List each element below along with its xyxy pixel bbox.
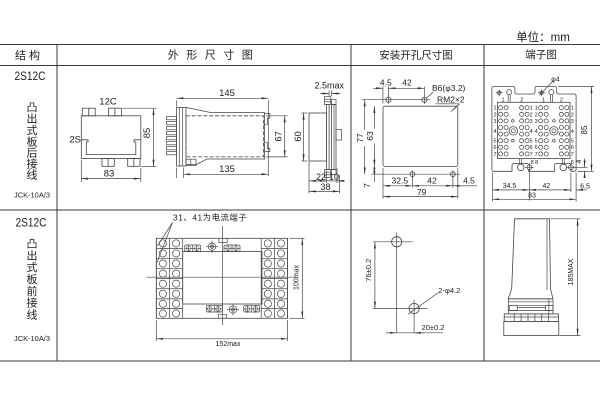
svg-text:83: 83	[104, 169, 115, 180]
svg-text:式: 式	[27, 261, 38, 274]
svg-text:凸: 凸	[27, 239, 38, 251]
svg-text:4: 4	[530, 129, 533, 135]
svg-text:凸: 凸	[27, 102, 38, 114]
svg-text:7: 7	[493, 152, 496, 158]
svg-text:5: 5	[571, 139, 574, 145]
svg-text:8: 8	[571, 160, 574, 166]
svg-text:2: 2	[530, 112, 533, 118]
svg-text:60: 60	[293, 131, 304, 142]
svg-text:出: 出	[27, 249, 38, 263]
svg-text:42: 42	[402, 78, 412, 88]
svg-text:3: 3	[530, 119, 533, 125]
svg-text:7: 7	[571, 152, 574, 158]
svg-text:φ4: φ4	[551, 77, 560, 84]
svg-text:1: 1	[501, 97, 504, 103]
svg-text:79: 79	[417, 187, 427, 197]
svg-text:前: 前	[27, 284, 38, 298]
svg-text:8: 8	[535, 160, 538, 166]
svg-text:4.5: 4.5	[463, 176, 475, 186]
svg-text:2.5max: 2.5max	[315, 81, 345, 91]
svg-text:1: 1	[542, 98, 545, 104]
svg-text:20±0.2: 20±0.2	[422, 323, 445, 332]
svg-text:152max: 152max	[216, 341, 241, 348]
svg-text:6: 6	[535, 145, 538, 151]
svg-text:34.5: 34.5	[503, 183, 517, 190]
svg-text:后: 后	[27, 147, 38, 160]
svg-text:出: 出	[27, 112, 38, 126]
svg-text:42: 42	[543, 183, 551, 190]
svg-text:10: 10	[329, 172, 339, 182]
svg-text:32.5: 32.5	[392, 176, 409, 186]
svg-text:4: 4	[571, 129, 574, 135]
svg-text:6: 6	[530, 145, 533, 151]
svg-text:1: 1	[530, 106, 533, 112]
svg-text:31、41为电流端子: 31、41为电流端子	[173, 213, 247, 223]
svg-text:7: 7	[530, 152, 533, 158]
svg-text:22: 22	[316, 172, 326, 182]
svg-text:3: 3	[493, 119, 496, 125]
svg-text:3: 3	[571, 119, 574, 125]
svg-text:4: 4	[576, 159, 583, 163]
svg-text:76±0.2: 76±0.2	[364, 259, 373, 282]
svg-text:外形尺寸图: 外形尺寸图	[168, 48, 261, 62]
svg-text:100max: 100max	[294, 265, 301, 290]
svg-text:6.5: 6.5	[580, 183, 590, 190]
svg-text:端子图: 端子图	[525, 48, 557, 61]
svg-text:1: 1	[535, 106, 538, 112]
svg-text:RM2×2: RM2×2	[437, 95, 465, 105]
svg-text:B6(φ3.2): B6(φ3.2)	[432, 83, 466, 93]
svg-text:38: 38	[320, 182, 330, 192]
svg-text:1: 1	[493, 106, 496, 112]
svg-text:4: 4	[493, 129, 496, 135]
svg-text:2: 2	[493, 112, 496, 118]
svg-text:6: 6	[493, 145, 496, 151]
svg-text:85: 85	[142, 128, 153, 139]
svg-text:结构: 结构	[15, 48, 43, 62]
svg-text:5: 5	[493, 139, 496, 145]
svg-text:145: 145	[219, 88, 235, 99]
svg-text:板: 板	[27, 135, 38, 149]
svg-text:5: 5	[530, 139, 533, 145]
svg-text:线: 线	[27, 308, 38, 322]
svg-text:185MAX: 185MAX	[568, 258, 575, 285]
svg-text:7: 7	[362, 183, 372, 188]
svg-text:83: 83	[528, 193, 536, 200]
svg-text:3: 3	[535, 119, 538, 125]
svg-text:板: 板	[27, 272, 38, 286]
svg-text:单位：mm: 单位：mm	[516, 30, 570, 44]
svg-text:4: 4	[535, 129, 538, 135]
svg-text:85: 85	[580, 125, 589, 134]
svg-text:8: 8	[531, 160, 534, 166]
svg-text:5: 5	[535, 139, 538, 145]
svg-text:67: 67	[274, 131, 285, 142]
svg-text:77: 77	[355, 133, 365, 143]
svg-text:接: 接	[27, 297, 38, 310]
svg-text:2: 2	[535, 112, 538, 118]
svg-text:12C: 12C	[99, 96, 117, 107]
svg-text:JCK-10A/3: JCK-10A/3	[14, 334, 50, 343]
svg-text:2S12C: 2S12C	[16, 216, 47, 230]
svg-text:4.5: 4.5	[380, 78, 392, 88]
svg-text:2-φ4.2: 2-φ4.2	[438, 286, 460, 295]
svg-text:1: 1	[571, 106, 574, 112]
svg-text:式: 式	[27, 124, 38, 137]
svg-text:7: 7	[535, 152, 538, 158]
svg-text:JCK-10A/3: JCK-10A/3	[14, 191, 50, 200]
svg-text:线: 线	[27, 168, 38, 182]
svg-text:63: 63	[365, 131, 375, 141]
svg-text:2: 2	[520, 98, 523, 104]
svg-text:135: 135	[219, 164, 235, 175]
svg-text:2: 2	[560, 98, 563, 104]
svg-text:2S12C: 2S12C	[15, 69, 46, 83]
svg-text:6: 6	[571, 145, 574, 151]
svg-text:安装开孔尺寸图: 安装开孔尺寸图	[379, 49, 453, 62]
svg-text:2S: 2S	[69, 134, 81, 145]
svg-text:42: 42	[427, 176, 437, 186]
svg-text:2: 2	[571, 112, 574, 118]
svg-text:接: 接	[27, 158, 38, 171]
